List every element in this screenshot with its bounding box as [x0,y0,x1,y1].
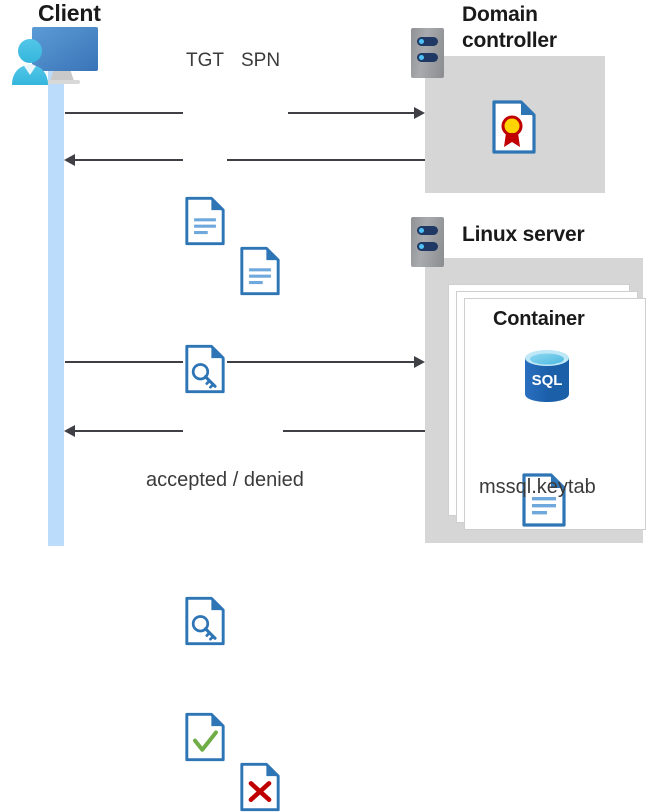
denied-cross-document-icon [240,762,660,812]
message-4-arrowhead [64,425,75,437]
domain-controller-title-line1: Domain [462,3,538,26]
client-desktop-icon [10,25,102,92]
domain-controller-server-icon [411,28,444,78]
spn-document-icon [240,246,660,296]
tgt-document-icon [185,196,660,246]
diagram-canvas: Client Domain controller Linux server Co… [10,0,660,812]
accepted-check-document-icon [185,712,660,762]
domain-controller-title-line2: controller [462,29,557,52]
message-4-line-left [75,430,183,432]
certificate-document-icon [492,100,660,154]
message-3-arrowhead [414,356,425,368]
message-2-line-left [75,159,183,161]
linux-server-icon [411,217,444,267]
message-3-line-right [227,361,414,363]
ticket-key-document-icon [185,344,660,394]
client-lifeline [48,62,64,546]
message-1-line-right [288,112,414,114]
spn-label: SPN [241,50,281,71]
message-2-line-right [227,159,425,161]
client-title: Client [38,0,101,26]
accepted-denied-label: accepted / denied [146,469,304,491]
message-1-line-left [65,112,183,114]
keytab-document-icon [522,473,660,527]
service-ticket-key-document-icon [185,596,660,646]
message-3-line-left [65,361,183,363]
message-1-arrowhead [414,107,425,119]
sql-database-icon: SQL [522,348,572,409]
linux-server-title: Linux server [462,223,585,246]
keytab-filename-label: mssql.keytab [479,476,596,498]
svg-text:SQL: SQL [532,372,563,389]
message-4-line-right [283,430,425,432]
container-title: Container [493,308,585,330]
domain-controller-title: Domain controller [462,2,612,54]
message-2-arrowhead [64,154,75,166]
tgt-label: TGT [186,50,224,71]
